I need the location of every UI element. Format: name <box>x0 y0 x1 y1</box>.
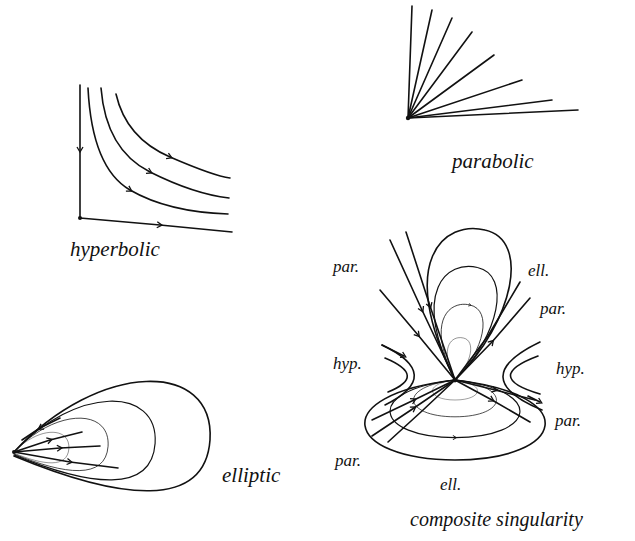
composite-singularity <box>365 229 545 460</box>
hyperbolic-sector <box>78 85 232 232</box>
elliptic-sector <box>12 381 210 490</box>
parabolic-sector <box>406 6 578 120</box>
